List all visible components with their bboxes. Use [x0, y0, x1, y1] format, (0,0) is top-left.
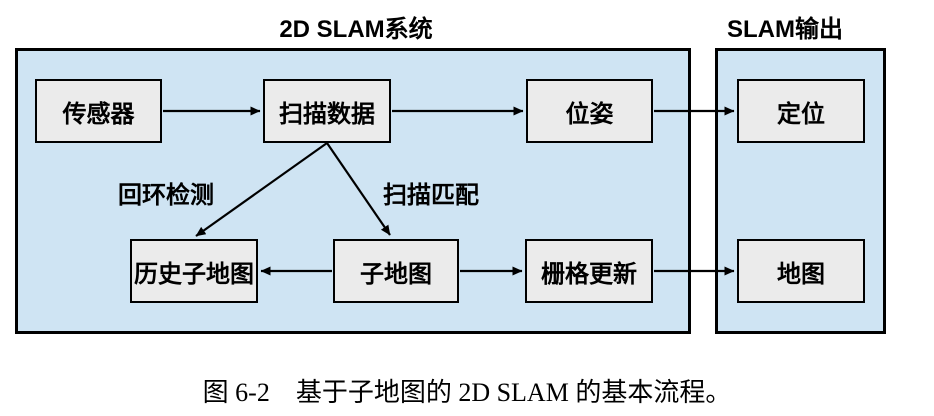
right-group-title: SLAM输出 [727, 16, 843, 43]
node-localization: 定位 [737, 79, 865, 143]
node-grid-update: 栅格更新 [525, 239, 653, 303]
figure-caption: 图 6-2 基于子地图的 2D SLAM 的基本流程。 [202, 378, 732, 407]
left-group-title: 2D SLAM系统 [279, 16, 433, 43]
node-scan-data: 扫描数据 [263, 79, 391, 143]
node-sensor: 传感器 [35, 79, 162, 143]
node-pose: 位姿 [526, 79, 653, 143]
node-map: 地图 [737, 239, 865, 303]
edge-label-scan-matching: 扫描匹配 [383, 182, 479, 209]
edge-label-loop-closure: 回环检测 [118, 182, 214, 209]
node-submap: 子地图 [333, 239, 459, 303]
node-history-submap: 历史子地图 [130, 239, 258, 303]
